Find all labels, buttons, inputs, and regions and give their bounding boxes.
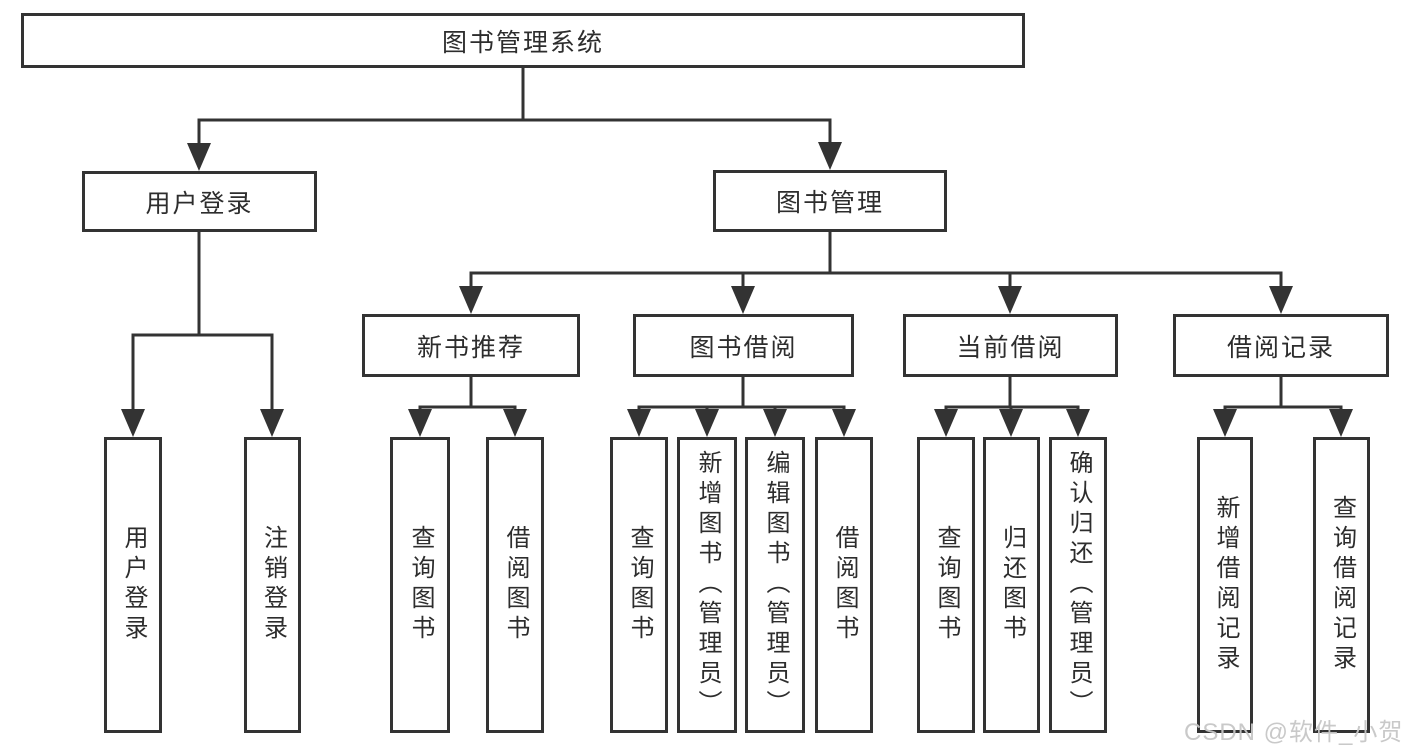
leaf-add-borrow-record: 新增借阅记录 [1197, 437, 1253, 733]
node-borrow-records: 借阅记录 [1173, 314, 1389, 377]
leaf-user-login: 用户登录 [104, 437, 162, 733]
leaf-label: 借阅图书 [831, 525, 858, 645]
leaf-label: 查询借阅记录 [1328, 495, 1356, 675]
csdn-watermark: CSDN @软件_小贺同学 [1184, 719, 1405, 746]
connector-user-login-group [131, 230, 274, 418]
arrowheads [121, 142, 1353, 437]
leaf-query-books-recommend: 查询图书 [390, 437, 450, 733]
leaf-return-books: 归还图书 [983, 437, 1040, 733]
node-new-book-recommend: 新书推荐 [362, 314, 580, 377]
leaf-label: 查询图书 [407, 525, 434, 645]
leaf-label: 借阅图书 [502, 525, 529, 645]
leaf-label: 归还图书 [998, 525, 1026, 645]
leaf-confirm-return-admin: 确认归还（管理员） [1049, 437, 1107, 733]
leaf-add-books-admin: 新增图书（管理员） [677, 437, 737, 733]
leaf-logout: 注销登录 [244, 437, 301, 733]
leaf-label: 用户登录 [120, 525, 147, 645]
leaf-label: 注销登录 [259, 525, 287, 645]
connector-new-book-group [418, 375, 517, 418]
connector-root-to-level2 [197, 66, 832, 152]
leaf-label: 新增图书（管理员） [694, 450, 721, 720]
leaf-query-borrow-record: 查询借阅记录 [1313, 437, 1370, 733]
connector-book-management-group [469, 230, 1283, 295]
node-user-login: 用户登录 [82, 171, 317, 232]
node-book-management: 图书管理 [713, 170, 947, 232]
leaf-borrow-books: 借阅图书 [815, 437, 873, 733]
leaf-query-books-borrow: 查询图书 [610, 437, 668, 733]
leaf-edit-books-admin: 编辑图书（管理员） [745, 437, 805, 733]
node-book-borrow: 图书借阅 [633, 314, 854, 377]
leaf-label: 查询图书 [626, 525, 653, 645]
connector-borrow-records-group [1223, 375, 1343, 418]
leaf-label: 确认归还（管理员） [1065, 450, 1092, 720]
connector-book-borrow-group [637, 375, 846, 418]
leaf-label: 查询图书 [933, 525, 960, 645]
leaf-label: 编辑图书（管理员） [762, 450, 789, 720]
leaf-borrow-books-recommend: 借阅图书 [486, 437, 544, 733]
node-current-borrow: 当前借阅 [903, 314, 1118, 377]
leaf-query-books-current: 查询图书 [917, 437, 975, 733]
leaf-label: 新增借阅记录 [1212, 495, 1239, 675]
node-library-management-system: 图书管理系统 [21, 13, 1025, 68]
